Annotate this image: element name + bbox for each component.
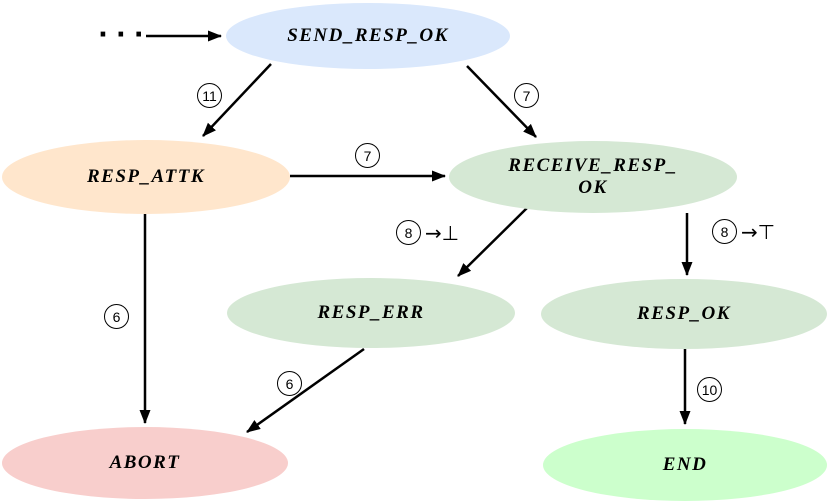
transition-label-8-bottom: 8 →⊥ bbox=[396, 220, 459, 245]
start-ellipsis: ··· bbox=[98, 20, 152, 50]
transition-label-11: 11 bbox=[197, 83, 222, 108]
circled-number: 10 bbox=[697, 377, 722, 402]
state-label: END bbox=[662, 454, 708, 476]
circled-number: 11 bbox=[197, 83, 222, 108]
transition-label-6-err-abort: 6 bbox=[277, 371, 302, 396]
edge-receive-resp-ok-to-resp-err bbox=[457, 205, 530, 277]
transition-suffix-bottom: →⊥ bbox=[425, 220, 460, 245]
circled-number: 7 bbox=[514, 83, 539, 108]
state-label: ABORT bbox=[109, 452, 181, 474]
state-send-resp-ok: SEND_RESP_OK bbox=[226, 3, 510, 69]
circled-number: 6 bbox=[277, 371, 302, 396]
state-resp-ok: RESP_OK bbox=[541, 279, 827, 349]
circled-number: 8 bbox=[396, 220, 421, 245]
circled-number: 6 bbox=[104, 304, 129, 329]
transition-label-10: 10 bbox=[697, 377, 722, 402]
transition-label-6-attk-abort: 6 bbox=[104, 304, 129, 329]
state-abort: ABORT bbox=[2, 427, 288, 499]
state-label: RESP_OK bbox=[637, 303, 731, 325]
transition-label-7-send-receive: 7 bbox=[514, 83, 539, 108]
state-receive-resp-ok: RECEIVE_RESP_ OK bbox=[449, 141, 737, 213]
state-label: RESP_ERR bbox=[317, 302, 425, 324]
transition-label-8-top: 8 →⊤ bbox=[712, 219, 775, 244]
transition-suffix-top: →⊤ bbox=[741, 219, 776, 244]
state-resp-attk: RESP_ATTK bbox=[2, 140, 290, 214]
state-label: RECEIVE_RESP_ OK bbox=[508, 155, 678, 198]
circled-number: 7 bbox=[355, 143, 380, 168]
state-resp-err: RESP_ERR bbox=[227, 278, 515, 348]
edge-resp-err-to-abort bbox=[246, 347, 365, 434]
state-label: SEND_RESP_OK bbox=[287, 25, 449, 47]
circled-number: 8 bbox=[712, 219, 737, 244]
transition-label-7-attk-receive: 7 bbox=[355, 143, 380, 168]
state-end: END bbox=[543, 429, 827, 501]
state-label: RESP_ATTK bbox=[86, 166, 206, 188]
